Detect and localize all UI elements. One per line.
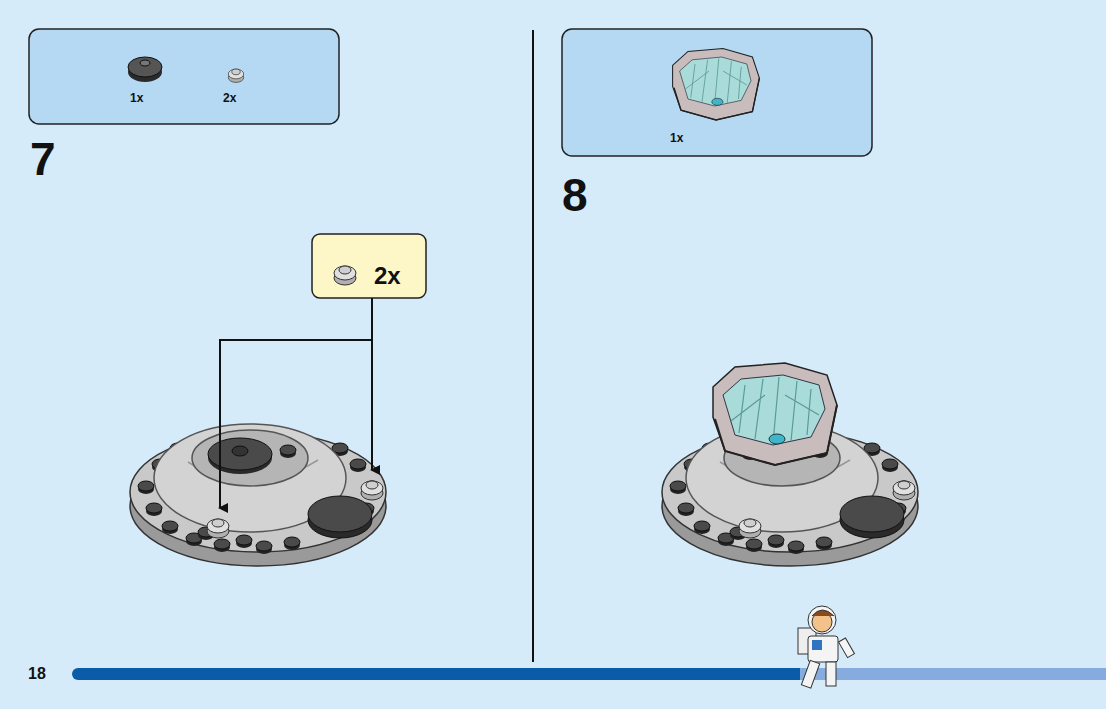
- quantity-callout: 2x: [374, 262, 401, 290]
- callout-box: 2x: [312, 234, 426, 298]
- parts-box: 1x: [562, 29, 872, 156]
- part-quantity: 2x: [223, 91, 236, 105]
- astronaut-minifig: [798, 606, 854, 688]
- parts-box: 1x 2x: [29, 29, 339, 124]
- round-tile-icon: [128, 57, 162, 82]
- parts-panel-bg: [29, 29, 339, 124]
- parts-panel-bg: [562, 29, 872, 156]
- step-number: 8: [562, 172, 588, 218]
- step-number: 7: [30, 136, 56, 182]
- callout-bg: [312, 234, 426, 298]
- part-quantity: 1x: [670, 131, 683, 145]
- page-number: 18: [28, 666, 46, 682]
- part-quantity: 1x: [130, 91, 143, 105]
